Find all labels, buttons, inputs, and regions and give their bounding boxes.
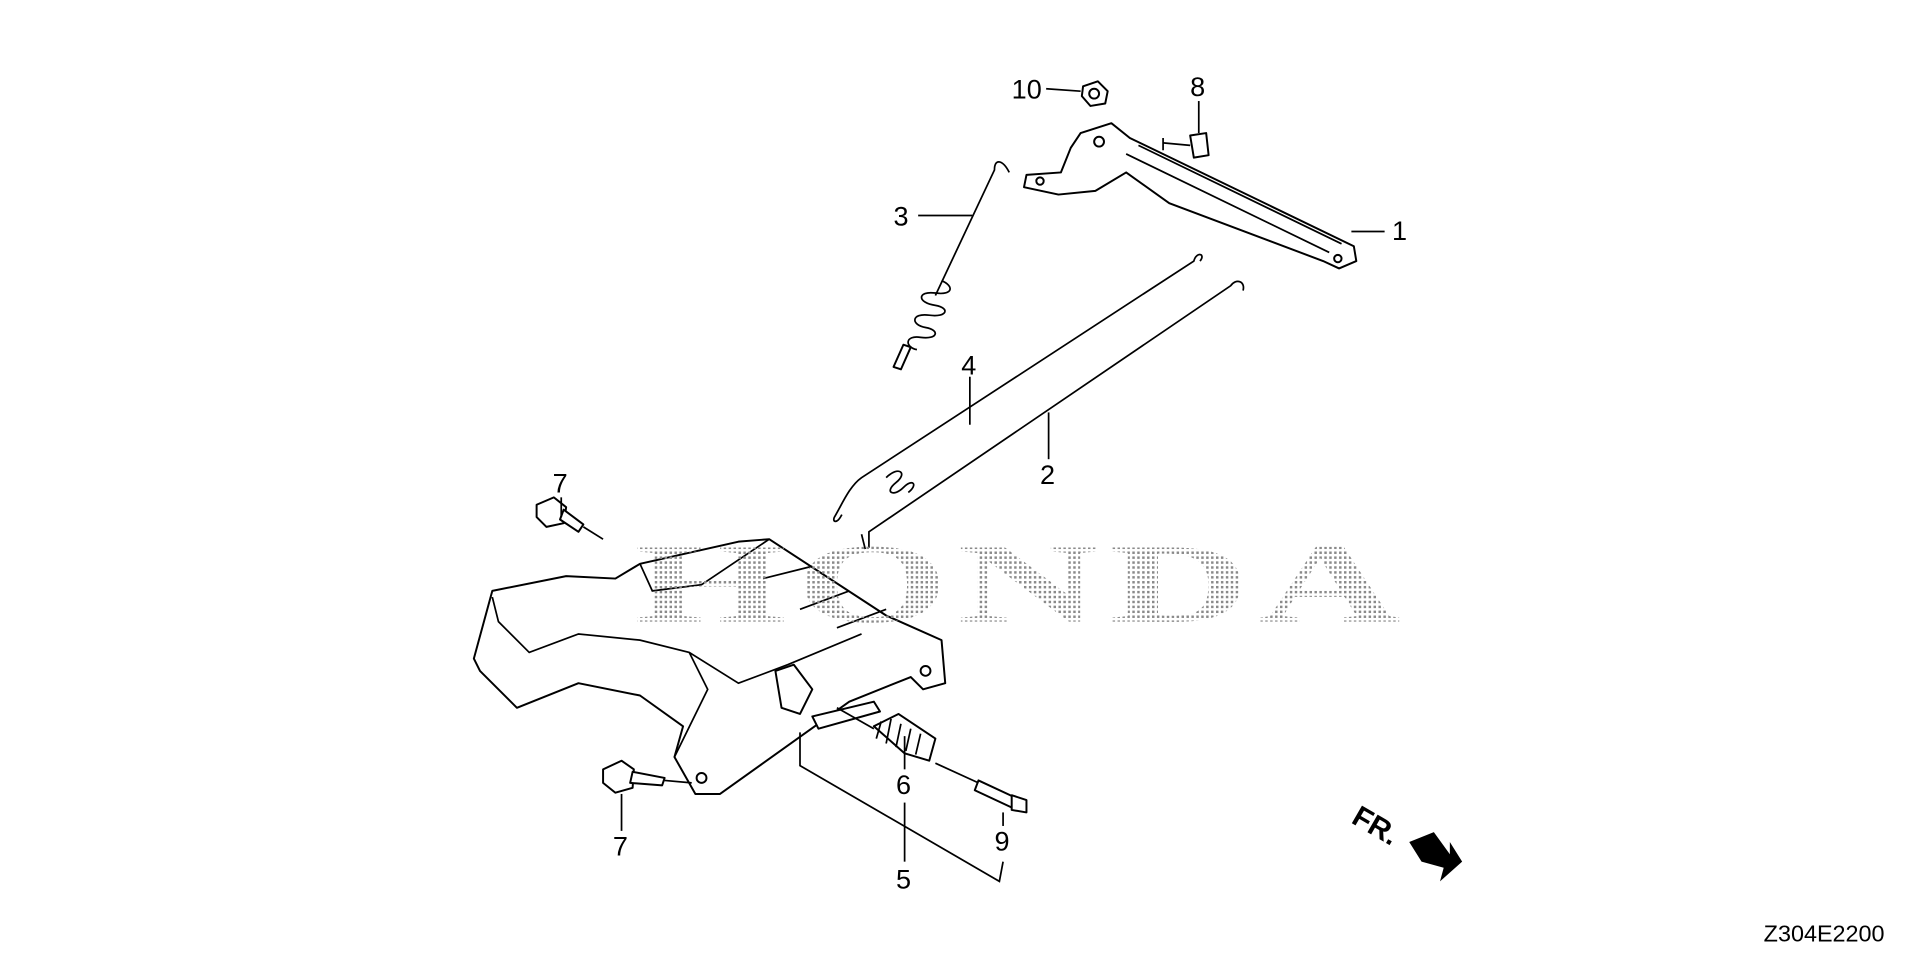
callout-10[interactable]: 10 (1012, 74, 1042, 105)
part-4-governor-rod[interactable] (833, 253, 1203, 523)
callout-3[interactable]: 3 (894, 200, 909, 231)
part-7-bolt-lower[interactable] (602, 759, 692, 794)
diagram-code: Z304E2200 (1764, 921, 1885, 947)
callout-7-lower[interactable]: 7 (613, 831, 628, 862)
part-8-bolt[interactable] (1162, 132, 1210, 159)
leader-lines (560, 87, 1385, 883)
callout-9[interactable]: 9 (994, 826, 1009, 857)
part-6-spring[interactable] (836, 707, 937, 762)
front-arrow-icon (1409, 832, 1463, 882)
callout-4[interactable]: 4 (961, 349, 976, 380)
callout-5[interactable]: 5 (896, 864, 911, 895)
callout-8[interactable]: 8 (1190, 71, 1205, 102)
part-3-spring-rod[interactable] (892, 161, 1011, 371)
part-9-screw[interactable] (935, 762, 1028, 814)
front-direction-label: FR. (1347, 800, 1405, 852)
part-5-control-base[interactable] (472, 538, 947, 795)
part-2-choke-rod[interactable] (860, 280, 1245, 550)
callout-2[interactable]: 2 (1040, 459, 1055, 490)
part-10-nut[interactable] (1080, 80, 1109, 107)
part-7-bolt-upper[interactable] (535, 496, 604, 540)
front-direction-indicator: FR. (1347, 800, 1463, 882)
part-1-bracket[interactable] (1023, 122, 1358, 270)
callout-6[interactable]: 6 (896, 769, 911, 800)
callout-7-upper[interactable]: 7 (553, 467, 568, 498)
callout-1[interactable]: 1 (1392, 215, 1407, 246)
